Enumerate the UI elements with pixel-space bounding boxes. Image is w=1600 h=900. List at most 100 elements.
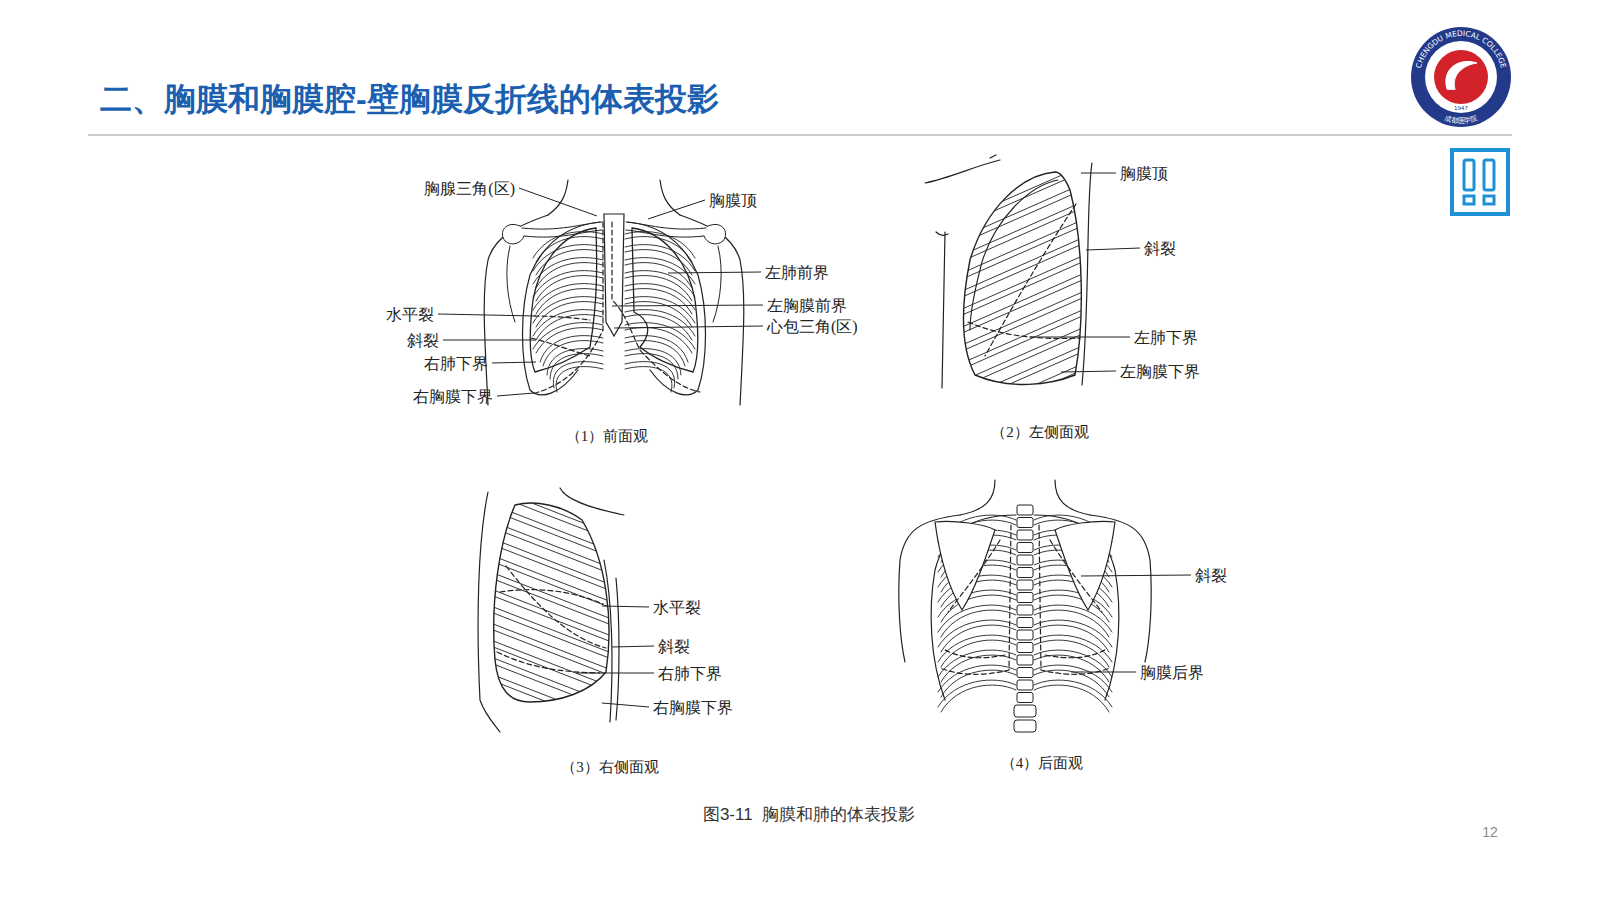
- rib: [465, 483, 645, 553]
- title-rule: [88, 135, 1512, 136]
- front-left-half: [625, 180, 744, 405]
- rib: [1034, 640, 1109, 667]
- rib: [465, 511, 645, 581]
- rib: [625, 354, 678, 379]
- rib: [465, 551, 645, 621]
- part-label: 胸膜顶: [709, 192, 757, 209]
- rib: [465, 602, 645, 672]
- leader-line: [1086, 248, 1140, 250]
- part-label: 斜裂: [658, 638, 690, 655]
- shoulder-line: [560, 488, 624, 515]
- neck-line: [960, 480, 995, 515]
- rib-cage-outline: [931, 515, 1016, 700]
- leader-line: [519, 188, 597, 216]
- label-slot: 斜裂: [407, 331, 439, 352]
- rib: [465, 477, 645, 547]
- rib-set: [465, 460, 645, 774]
- rib: [935, 288, 1105, 363]
- vertebra: [1017, 555, 1033, 565]
- part-label: 水平裂: [653, 599, 701, 616]
- leader-line: [1071, 672, 1136, 673]
- rib: [465, 698, 645, 768]
- rib: [938, 665, 1016, 692]
- leader-line: [1061, 371, 1116, 372]
- part-label: 斜裂: [407, 332, 439, 349]
- icon-dot: [1464, 196, 1474, 204]
- rib: [1034, 605, 1112, 632]
- part-label: 右肺下界: [424, 355, 488, 372]
- rib: [553, 362, 603, 388]
- lumbar-vertebra: [1014, 705, 1036, 717]
- rib: [938, 650, 1016, 677]
- label-slot: 胸膜顶: [1120, 164, 1168, 185]
- label-slot: 右肺下界: [424, 354, 488, 375]
- leader-line: [1081, 575, 1191, 576]
- lung-lower-border: [1045, 650, 1105, 658]
- rib: [1034, 680, 1112, 707]
- sternum: [604, 214, 624, 336]
- rib: [556, 367, 603, 392]
- neck-line: [990, 155, 996, 158]
- lumbar-vertebra: [1014, 720, 1036, 732]
- leader-line: [602, 703, 649, 707]
- part-label: 水平裂: [386, 306, 434, 323]
- leader-line: [612, 305, 763, 306]
- rib: [465, 619, 645, 689]
- oblique-fissure: [531, 338, 590, 356]
- rib: [625, 367, 672, 392]
- left-lung-outline: [632, 228, 698, 372]
- label-slot: （2）左侧面观: [991, 423, 1089, 442]
- rib: [465, 653, 645, 723]
- leader-line: [576, 673, 654, 674]
- front-view-figure: [484, 180, 744, 405]
- logo-text-path: 成都医学院: [1443, 114, 1478, 125]
- front-line: [616, 578, 619, 720]
- lung-outline: [970, 180, 1058, 330]
- label-slot: 水平裂: [386, 305, 434, 326]
- label-slot: 胸腺三角(区): [424, 179, 515, 200]
- label-slot: 斜裂: [658, 637, 690, 658]
- rib: [1034, 635, 1112, 662]
- vertebra: [1017, 593, 1033, 603]
- vertebra: [1017, 630, 1033, 640]
- leader-line: [492, 362, 536, 363]
- part-label: 左肺前界: [765, 264, 829, 281]
- front-right-half: [484, 180, 603, 405]
- clavicle: [522, 222, 602, 229]
- right-pleura-line: [532, 222, 603, 394]
- view-caption: （2）左侧面观: [991, 424, 1089, 440]
- view-caption: （4）后面观: [1001, 755, 1084, 771]
- rib: [465, 545, 645, 615]
- part-label: 右肺下界: [658, 665, 722, 682]
- clavicle: [524, 230, 602, 237]
- view-caption: （1）前面观: [566, 428, 649, 444]
- page-icon: [1452, 150, 1508, 214]
- part-label: 左肺下界: [1134, 329, 1198, 346]
- leader-line: [1030, 337, 1130, 338]
- part-label: 胸腺三角(区): [424, 180, 515, 197]
- scapula: [935, 521, 995, 610]
- label-slot: 12: [1482, 823, 1498, 841]
- arm-line: [478, 492, 500, 732]
- part-label: 斜裂: [1195, 567, 1227, 584]
- oblique-fissure: [506, 566, 606, 648]
- part-label: 胸膜顶: [1120, 165, 1168, 182]
- vertebra: [1017, 568, 1033, 578]
- rib: [465, 568, 645, 638]
- label-slot: 心包三角(区): [767, 317, 858, 338]
- neck-line: [548, 180, 568, 215]
- rib: [935, 120, 1105, 195]
- logo-ring: [1411, 27, 1511, 127]
- pleura-outline: [494, 503, 609, 702]
- rib: [935, 228, 1105, 303]
- logo-text: 1947: [1454, 105, 1468, 111]
- rib: [935, 156, 1105, 231]
- rib: [938, 605, 1016, 632]
- arm-line: [936, 232, 948, 235]
- logo-text: CHENGDU MEDICAL COLLEGE: [1414, 29, 1508, 69]
- part-label: 左胸膜下界: [1120, 363, 1200, 380]
- back-line: [1082, 163, 1092, 385]
